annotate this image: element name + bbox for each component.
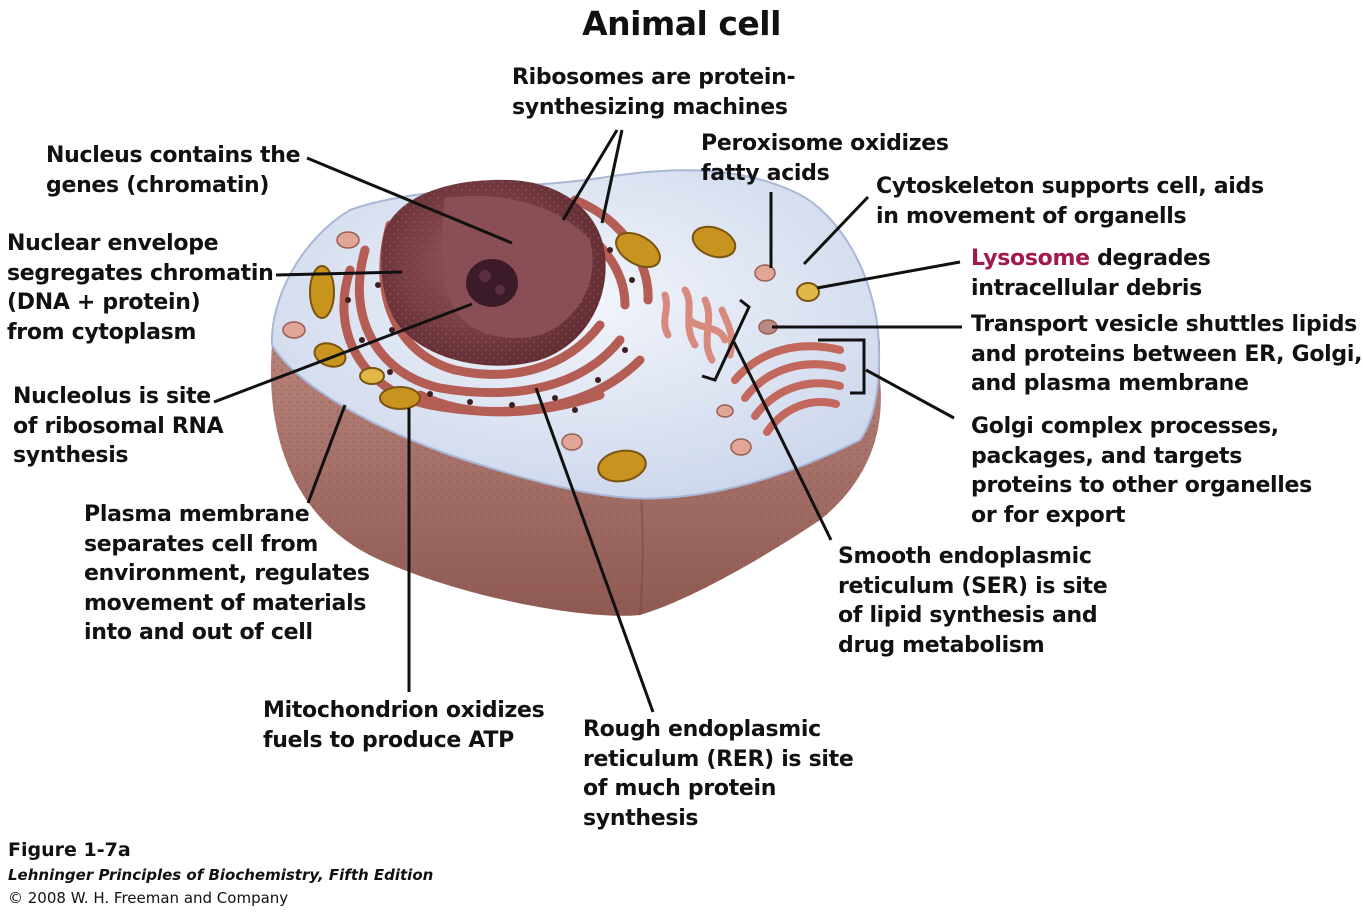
label-peroxisome: Peroxisome oxidizes fatty acids	[701, 131, 949, 186]
label-ser: Smooth endoplasmic reticulum (SER) is si…	[838, 544, 1108, 658]
lysosome-term: Lysosome	[971, 246, 1090, 271]
figure-copyright: © 2008 W. H. Freeman and Company	[8, 889, 289, 907]
label-ribosomes: Ribosomes are protein- synthesizing mach…	[512, 65, 796, 120]
ribosome-dots	[345, 225, 635, 413]
label-mitochondrion: Mitochondrion oxidizes fuels to produce …	[263, 698, 545, 753]
label-cytoskeleton: Cytoskeleton supports cell, aids in move…	[876, 174, 1264, 229]
label-rer: Rough endoplasmic reticulum (RER) is sit…	[583, 717, 854, 831]
golgi-complex	[731, 342, 846, 436]
label-lysosome: Lysosome degrades intracellular debris	[971, 246, 1211, 301]
label-nuclear-envelope: Nuclear envelope segregates chromatin (D…	[7, 231, 274, 345]
label-nucleus: Nucleus contains the genes (chromatin)	[46, 143, 301, 198]
label-plasma-membrane: Plasma membrane separates cell from envi…	[84, 502, 370, 645]
figure-id: Figure 1-7a	[8, 839, 131, 861]
label-golgi: Golgi complex processes, packages, and t…	[971, 414, 1312, 528]
vesicles	[282, 231, 778, 456]
nucleus	[381, 179, 606, 366]
leader-lines	[213, 129, 962, 713]
figure-source-book: Lehninger Principles of Biochemistry, Fi…	[8, 866, 434, 884]
smooth-endoplasmic-reticulum	[661, 286, 736, 364]
diagram-title: Animal cell	[582, 4, 781, 43]
label-nucleolus: Nucleolus is site of ribosomal RNA synth…	[13, 384, 224, 468]
nucleolus	[466, 259, 518, 307]
label-transport-vesicle: Transport vesicle shuttles lipids and pr…	[971, 312, 1363, 396]
